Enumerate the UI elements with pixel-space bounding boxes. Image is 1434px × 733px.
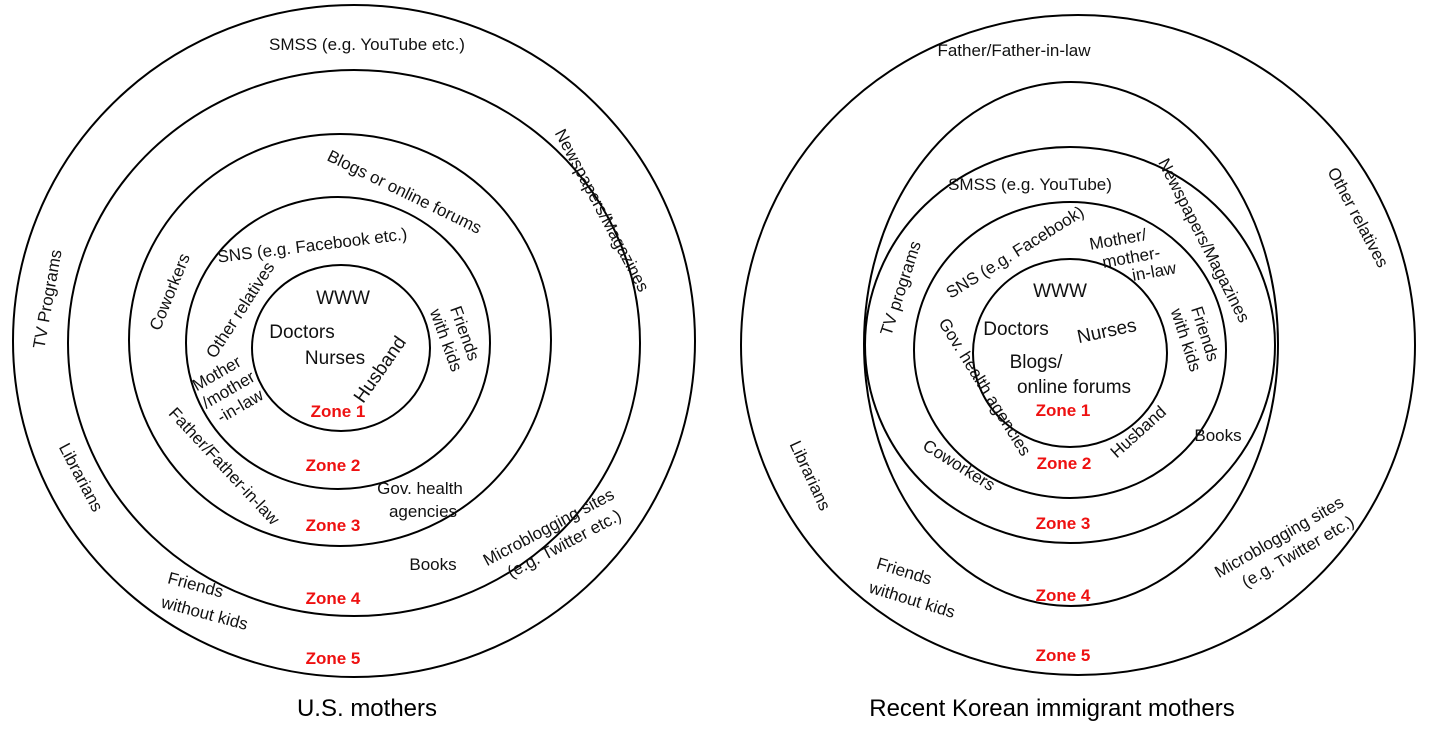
kr-label-father: Father/Father-in-law [937,41,1091,60]
us-label-friends-without-kids: Friends without kids [158,569,250,634]
kr-zone1-label: Zone 1 [1036,401,1091,420]
kr-label-www: WWW [1033,281,1087,302]
kr-label-smss: SMSS (e.g. YouTube) [948,175,1112,194]
kr-zone3-label: Zone 3 [1036,514,1091,533]
us-label-friends-nokids-line2: without kids [158,592,250,634]
kr-label-librarians: Librarians [786,438,835,514]
us-zone1-label: Zone 1 [311,402,366,421]
us-ring-zone2 [185,196,491,490]
us-zone3-label: Zone 3 [306,516,361,535]
us-label-mother: Mother /mother -in-law [189,352,267,427]
us-diagram: WWW Doctors Nurses Husband SNS (e.g. Fac… [12,4,696,722]
kr-zone2-label: Zone 2 [1037,454,1092,473]
kr-zone5-label: Zone 5 [1036,646,1091,665]
us-caption: U.S. mothers [297,695,437,722]
us-ring-zone1 [251,264,431,432]
kr-ring-zone3 [864,146,1276,544]
kr-label-coworkers: Coworkers [919,436,998,495]
kr-label-friends-nokids-line2: without kids [866,578,957,622]
us-ring-zone3 [128,133,552,547]
us-zone2-label: Zone 2 [306,456,361,475]
kr-label-tv: TV programs [877,239,925,338]
kr-label-books: Books [1194,426,1241,445]
us-label-smss: SMSS (e.g. YouTube etc.) [269,35,465,54]
us-zone5-label: Zone 5 [306,649,361,668]
kr-label-microblogging: Microblogging sites (e.g. Twitter etc.) [1211,493,1357,592]
us-label-www: WWW [316,288,370,309]
kr-ring-zone1 [972,258,1168,448]
kr-ring-zone5 [740,14,1416,676]
us-label-books: Books [409,555,456,574]
us-label-husband: Husband [350,333,411,407]
us-label-gov-line1: Gov. health [377,479,463,498]
us-label-other-relatives: Other relatives [202,258,278,361]
us-label-nurses: Nurses [305,348,365,369]
kr-ring-zone2 [913,201,1227,499]
kr-zone4-label: Zone 4 [1036,586,1091,605]
kr-label-nurses: Nurses [1075,315,1138,348]
us-label-sns: SNS (e.g. Facebook etc.) [216,224,408,266]
kr-label-newspapers: Newspapers/Magazines [1154,155,1253,325]
kr-label-blogs-line2: online forums [1017,377,1131,398]
us-ring-zone4 [67,69,641,617]
kr-ring-zone4 [863,81,1279,607]
kr-label-doctors: Doctors [983,319,1048,340]
kr-label-blogs-line1: Blogs/ [1010,352,1064,373]
us-label-tv: TV Programs [30,248,66,350]
kr-label-husband: Husband [1107,402,1170,462]
kr-caption: Recent Korean immigrant mothers [869,695,1234,722]
us-ring-zone5 [12,4,696,678]
us-label-friends-with-kids: Friends with kids [425,303,483,374]
kr-diagram: WWW Doctors Nurses Blogs/ online forums … [740,14,1416,722]
kr-label-friends-with-kids: Friends with kids [1166,304,1222,374]
us-label-doctors: Doctors [269,322,334,343]
us-label-coworkers: Coworkers [146,251,194,333]
kr-label-other-relatives: Other relatives [1324,164,1393,271]
kr-label-mother: Mother/ mother- in-law [1088,225,1178,285]
us-label-newspapers: Newspapers/Magazines [551,126,653,295]
us-label-gov-line2: agencies [389,502,457,521]
us-label-librarians: Librarians [55,440,107,515]
us-zone4-label: Zone 4 [306,589,361,608]
